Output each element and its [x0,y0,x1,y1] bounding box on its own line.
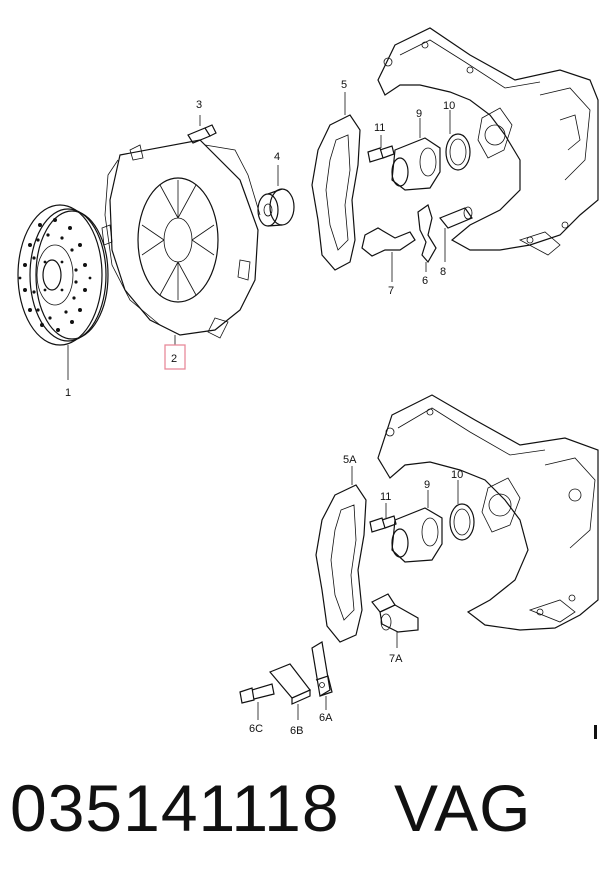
pressure-plate [101,139,261,345]
callout-5A: 5A [343,454,357,466]
guide-sleeve-9 [391,118,441,191]
gearbox-housing-bottom [377,394,599,631]
release-bearing [257,165,295,227]
callout-7A: 7A [389,653,403,665]
exploded-parts-diagram: 1 2 3 4 5 6 7 8 9 10 11 [17,27,599,737]
gearbox-housing-top [377,27,599,256]
bolt-6C [239,683,275,720]
callout-10-bottom: 10 [451,469,463,481]
clip-6 [417,204,437,272]
callout-6: 6 [422,275,428,287]
callout-11-bottom: 11 [380,491,391,503]
guide-sleeve-9-bottom [391,490,443,563]
callout-6C: 6C [249,723,263,735]
callout-6A: 6A [319,712,333,724]
callout-6B: 6B [290,725,303,737]
callout-1: 1 [65,387,71,399]
plug-8 [439,206,473,262]
release-shaft-7A [371,593,419,648]
disc-rivet-holes [18,218,92,332]
part-number: 035141118 [10,771,340,845]
callout-10-top: 10 [443,100,455,112]
callout-2: 2 [171,353,177,365]
footer: 035141118 VAG [8,770,598,870]
callout-4: 4 [274,151,280,163]
brand-label: VAG [394,771,532,845]
clutch-disc [17,204,109,380]
bolt-11-bottom [369,503,397,533]
bolt-11 [367,135,395,163]
fork-lever-7 [361,227,416,282]
callout-11-top: 11 [374,122,385,134]
bracket-6A [311,641,333,710]
callout-8: 8 [440,266,446,278]
callout-3: 3 [196,99,202,111]
bolt-3 [187,115,217,144]
highlight-box-2[interactable] [164,344,186,370]
callout-5: 5 [341,79,347,91]
cover-plate-5 [311,92,361,271]
seal-ring-10 [445,110,471,171]
seal-ring-10-bottom [449,480,475,541]
cover-plate-5A [315,466,367,643]
callout-9-bottom: 9 [424,479,430,491]
diaphragm-fingers [141,180,215,300]
callout-7: 7 [388,285,394,297]
edge-mark [594,725,597,739]
callout-9-top: 9 [416,108,422,120]
plate-6B [269,663,311,720]
